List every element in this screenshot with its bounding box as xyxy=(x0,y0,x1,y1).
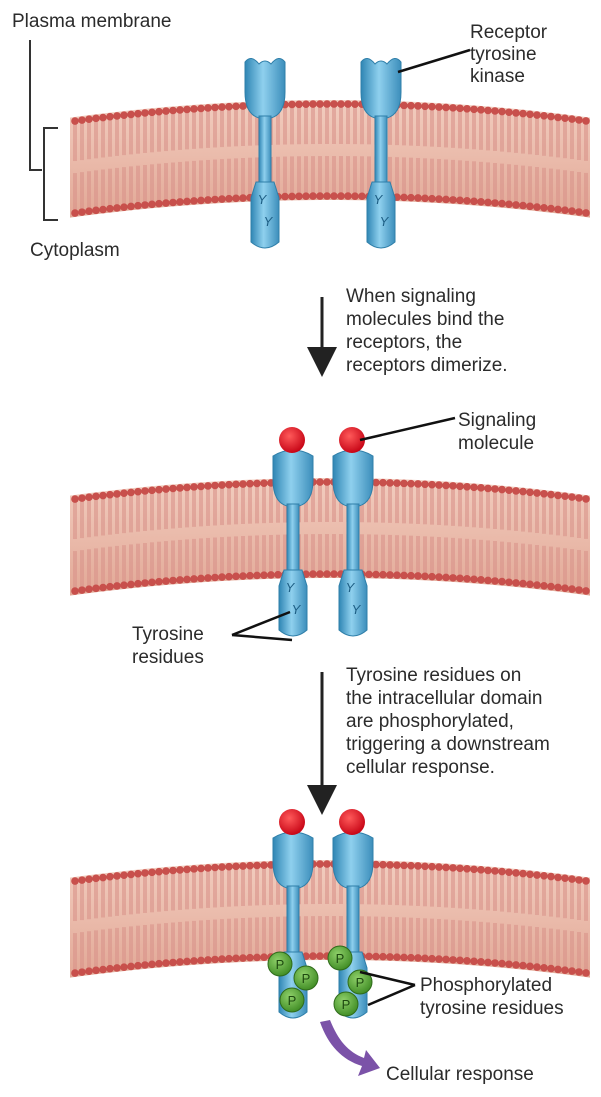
signaling-molecule xyxy=(279,427,305,453)
phosphorylated-line1: Phosphorylated xyxy=(420,975,552,997)
receptor-extracellular-domain xyxy=(333,450,373,506)
tyrosine-residues-line1: Tyrosine xyxy=(132,624,204,646)
step1-line1: When signaling xyxy=(346,286,476,308)
tyrosine-glyph: Y xyxy=(374,192,384,207)
tyrosine-glyph: Y xyxy=(264,214,274,229)
signaling-molecule-line1: Signaling xyxy=(458,410,536,432)
step1-line3: receptors, the xyxy=(346,332,462,354)
tyrosine-glyph: Y xyxy=(258,192,268,207)
receptor-transmembrane-domain xyxy=(375,116,387,182)
tyrosine-leader-2 xyxy=(232,635,292,640)
tyrosine-glyph: Y xyxy=(380,214,390,229)
svg-text:P: P xyxy=(336,951,345,966)
phosphate-group: P xyxy=(328,946,352,970)
tyrosine-glyph: Y xyxy=(292,602,302,617)
plasma-membrane-label: Plasma membrane xyxy=(12,11,171,33)
step2-line2: the intracellular domain xyxy=(346,688,542,710)
receptor-extracellular-domain xyxy=(273,832,313,888)
tyrosine-glyph: Y xyxy=(286,580,296,595)
phosphate-group: P xyxy=(280,988,304,1012)
cytoplasm-label: Cytoplasm xyxy=(30,240,120,262)
receptor-extracellular-domain xyxy=(245,58,285,118)
lipid-tails xyxy=(70,100,590,218)
receptor-leader xyxy=(398,50,470,72)
step2-line3: are phosphorylated, xyxy=(346,711,514,733)
signaling-molecule xyxy=(279,809,305,835)
step1-line4: receptors dimerize. xyxy=(346,355,508,377)
receptor-transmembrane-domain xyxy=(287,886,299,952)
phosphate-group: P xyxy=(294,966,318,990)
svg-text:P: P xyxy=(288,993,297,1008)
receptor-transmembrane-domain xyxy=(287,504,299,570)
step1-line2: molecules bind the xyxy=(346,309,504,331)
phosphate-group: P xyxy=(334,992,358,1016)
membrane-bracket xyxy=(30,40,58,220)
tyrosine-residues-line2: residues xyxy=(132,647,204,669)
phospho-leader-2 xyxy=(368,985,415,1005)
receptor-label-line3: kinase xyxy=(470,66,525,88)
cellular-response-arrow xyxy=(320,1020,380,1076)
svg-text:P: P xyxy=(276,957,285,972)
receptor-extracellular-domain xyxy=(361,58,401,118)
phosphate-group: P xyxy=(268,952,292,976)
receptor-extracellular-domain xyxy=(333,832,373,888)
signaling-molecule-line2: molecule xyxy=(458,433,534,455)
receptor-transmembrane-domain xyxy=(347,504,359,570)
receptor-label-line2: tyrosine xyxy=(470,44,537,66)
receptor-extracellular-domain xyxy=(273,450,313,506)
receptor-transmembrane-domain xyxy=(347,886,359,952)
step2-line1: Tyrosine residues on xyxy=(346,665,521,687)
tyrosine-glyph: Y xyxy=(352,602,362,617)
cellular-response-label: Cellular response xyxy=(386,1064,534,1086)
svg-text:P: P xyxy=(356,975,365,990)
lipid-tails xyxy=(70,478,590,596)
phosphorylated-line2: tyrosine residues xyxy=(420,998,564,1020)
receptor-transmembrane-domain xyxy=(259,116,271,182)
tyrosine-glyph: Y xyxy=(346,580,356,595)
signaling-molecule xyxy=(339,809,365,835)
svg-text:P: P xyxy=(302,971,311,986)
step2-line4: triggering a downstream xyxy=(346,734,550,756)
signal-leader xyxy=(360,418,455,440)
plasma-membrane-2 xyxy=(70,478,590,596)
plasma-membrane-1 xyxy=(70,100,590,218)
step2-line5: cellular response. xyxy=(346,757,495,779)
receptor-label-line1: Receptor xyxy=(470,22,547,44)
svg-text:P: P xyxy=(342,997,351,1012)
